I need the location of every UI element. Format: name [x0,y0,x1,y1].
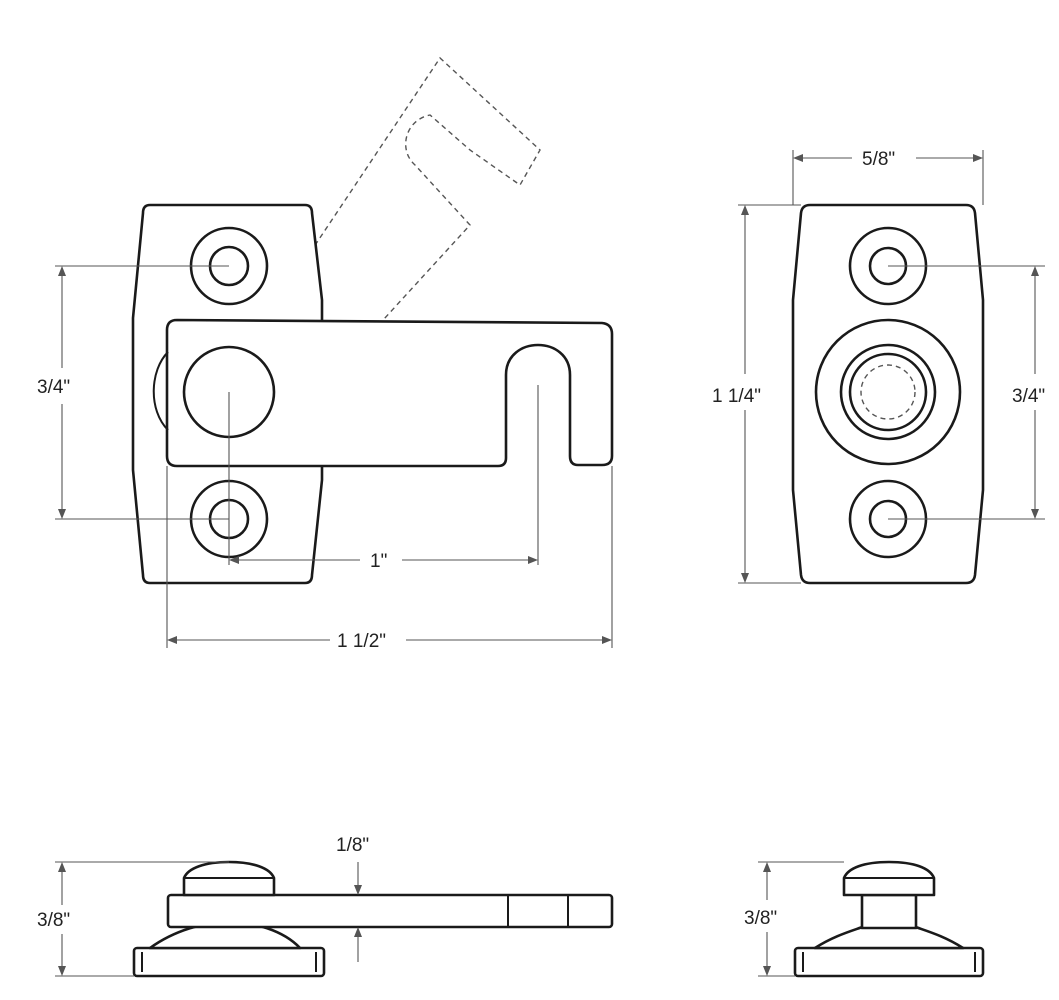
front-height-label: 3/4" [37,377,70,398]
overall-length-dimension: 1 1/2" [166,466,613,652]
side-thickness-dimension: 1/8" [336,835,369,962]
overall-length-label: 1 1/2" [337,631,386,652]
end-base-flange [793,946,985,978]
keeper-view [791,203,985,585]
side-height-label: 3/8" [37,910,70,931]
keeper-height-dimension: 1 1/4" [712,204,801,584]
front-height-dimension: 3/4" [37,265,229,520]
keeper-post-hidden-circle [860,364,916,420]
keeper-height-label: 1 1/4" [712,386,761,407]
side-swing-arm [166,893,614,929]
keeper-width-dimension: 5/8" [792,149,984,205]
pivot-to-slot-dimension: 1" [228,385,539,572]
latch-swing-arm [165,318,614,468]
pivot-edge-detail [152,351,169,431]
latch-front-view [131,56,614,585]
pivot-to-slot-label: 1" [370,551,387,572]
end-post [860,893,918,930]
end-height-dimension: 3/8" [744,861,844,977]
latch-side-view [132,860,614,978]
keeper-end-view [793,860,985,978]
side-height-dimension: 3/8" [37,861,229,977]
keeper-width-label: 5/8" [862,149,895,170]
keeper-hole-spacing-label: 3/4" [1012,386,1045,407]
side-thickness-label: 1/8" [336,835,369,856]
side-base-flange [132,946,326,978]
keeper-hole-spacing-dimension: 3/4" [888,265,1045,520]
end-height-label: 3/8" [744,908,777,929]
